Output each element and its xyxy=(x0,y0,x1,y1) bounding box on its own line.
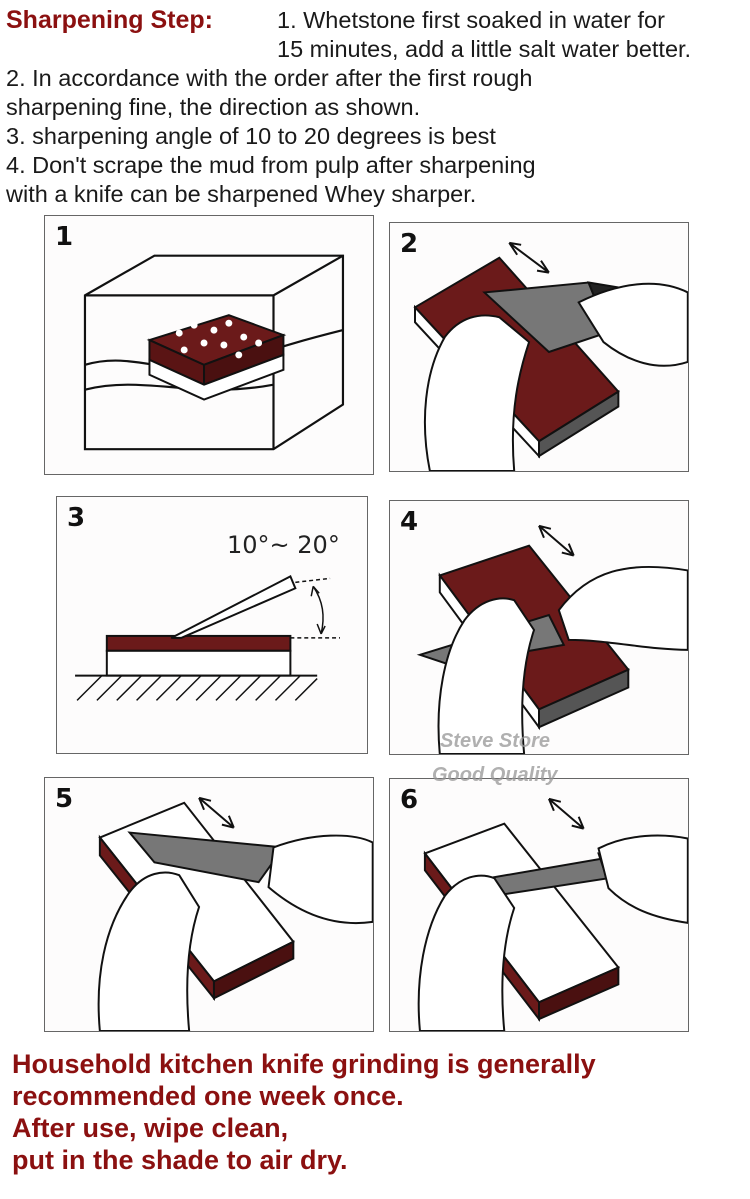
step-1-line-2: 15 minutes, add a little salt water bett… xyxy=(277,36,692,62)
panel-1-soak-stone: 1 xyxy=(44,215,374,475)
panel-6-finish-sharpen: 6 xyxy=(389,778,689,1032)
watermark-line-2: Good Quality xyxy=(432,764,558,786)
step-2-line-1: 2. In accordance with the order after th… xyxy=(6,65,533,91)
panel-number-2: 2 xyxy=(400,229,419,259)
panel-number-5: 5 xyxy=(55,784,74,814)
panel-number-3: 3 xyxy=(67,503,86,533)
footer-line-4: put in the shade to air dry. xyxy=(12,1145,348,1175)
panel-number-4: 4 xyxy=(400,507,419,537)
panel-number-6: 6 xyxy=(400,785,419,815)
footer-line-3: After use, wipe clean, xyxy=(12,1113,289,1143)
rough-sharpen-illustration xyxy=(413,241,688,471)
panel-5-flip-side: 5 xyxy=(44,777,374,1032)
soaking-illustration xyxy=(83,254,345,451)
step-1-line-1: 1. Whetstone first soaked in water for xyxy=(277,7,665,33)
angle-label: 10°~ 20° xyxy=(227,531,340,559)
footer-line-2: recommended one week once. xyxy=(12,1081,404,1111)
flip-side-illustration xyxy=(97,796,373,1031)
step-2-line-2: sharpening fine, the direction as shown. xyxy=(6,94,421,120)
step-3-line: 3. sharpening angle of 10 to 20 degrees … xyxy=(6,123,496,149)
footer-line-1: Household kitchen knife grinding is gene… xyxy=(12,1049,596,1079)
watermark-line-1: Steve Store xyxy=(440,730,551,752)
finish-sharpen-illustration xyxy=(417,797,688,1031)
care-instructions-footer: Household kitchen knife grinding is gene… xyxy=(12,1048,742,1176)
panel-number-1: 1 xyxy=(55,222,74,252)
angle-diagram xyxy=(75,575,340,701)
step-4-line-1: 4. Don't scrape the mud from pulp after … xyxy=(6,152,536,178)
instructions-header: Sharpening Step: 1. Whetstone first soak… xyxy=(0,0,750,215)
fine-sharpen-illustration xyxy=(416,524,688,754)
step-4-line-2: with a knife can be sharpened Whey sharp… xyxy=(6,181,477,207)
panel-4-fine-sharpen: 4 xyxy=(389,500,689,755)
panel-2-rough-sharpen: 2 xyxy=(389,222,689,472)
section-title: Sharpening Step: xyxy=(6,6,213,34)
panel-3-sharpening-angle: 3 10°~ 20° xyxy=(56,496,368,754)
